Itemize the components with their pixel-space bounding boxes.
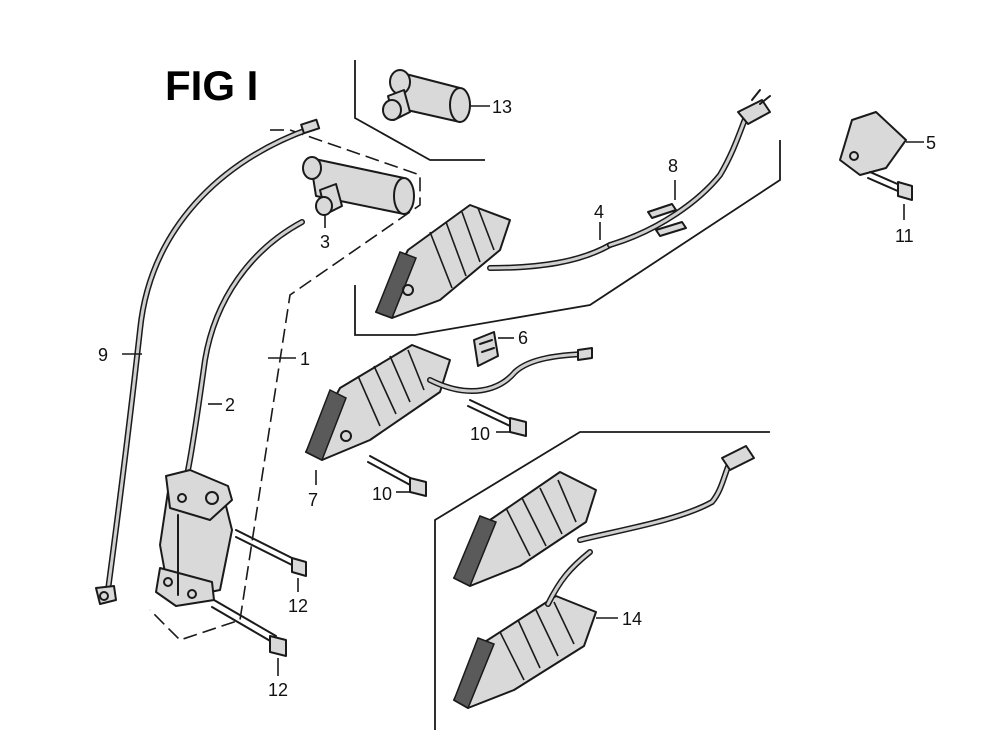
callout-7: 7 xyxy=(308,490,318,510)
part-10-bolt-lower xyxy=(367,455,427,497)
callout-14: 14 xyxy=(622,609,642,629)
group-frame-coil-assy xyxy=(149,129,421,641)
part-6-grommet xyxy=(473,331,499,367)
part-10-bolt-upper xyxy=(467,399,527,437)
callout-3: 3 xyxy=(320,232,330,252)
part-11-bolt xyxy=(867,171,913,201)
part-13-cap xyxy=(382,69,471,123)
group-frame-stator-coil xyxy=(434,431,770,730)
part-9-ground-cable xyxy=(95,118,321,605)
part-12-bolt-lower xyxy=(211,599,287,657)
callout-10-lower: 10 xyxy=(372,484,392,504)
ignition-coil-body xyxy=(155,469,233,607)
figure-title: FIG I xyxy=(165,62,258,109)
callout-1: 1 xyxy=(300,349,310,369)
callout-11: 11 xyxy=(895,226,914,246)
part-2-high-tension-lead xyxy=(185,219,305,473)
callout-8: 8 xyxy=(668,156,678,176)
part-7-exciter-coil xyxy=(305,344,593,462)
part-3-plug-cap xyxy=(302,156,415,216)
part-14-coil-lower xyxy=(453,549,597,710)
part-5-bracket xyxy=(839,111,907,176)
callout-12-lower: 12 xyxy=(268,680,288,700)
group-frame-charge-coil xyxy=(354,140,781,336)
callout-6: 6 xyxy=(518,328,528,348)
callout-10-upper: 10 xyxy=(470,424,490,444)
part-12-bolt-upper xyxy=(235,529,307,577)
callout-2: 2 xyxy=(225,395,235,415)
callout-4: 4 xyxy=(594,202,604,222)
group-frame-top xyxy=(354,60,485,161)
part-4-charge-coil xyxy=(375,204,613,319)
part-14-coil-upper xyxy=(453,445,755,588)
part-8-terminal xyxy=(647,203,687,237)
callout-12-upper: 12 xyxy=(288,596,308,616)
callout-5: 5 xyxy=(926,133,936,153)
callout-9: 9 xyxy=(98,345,108,365)
charge-coil-harness xyxy=(607,89,771,248)
callout-13: 13 xyxy=(492,97,512,117)
